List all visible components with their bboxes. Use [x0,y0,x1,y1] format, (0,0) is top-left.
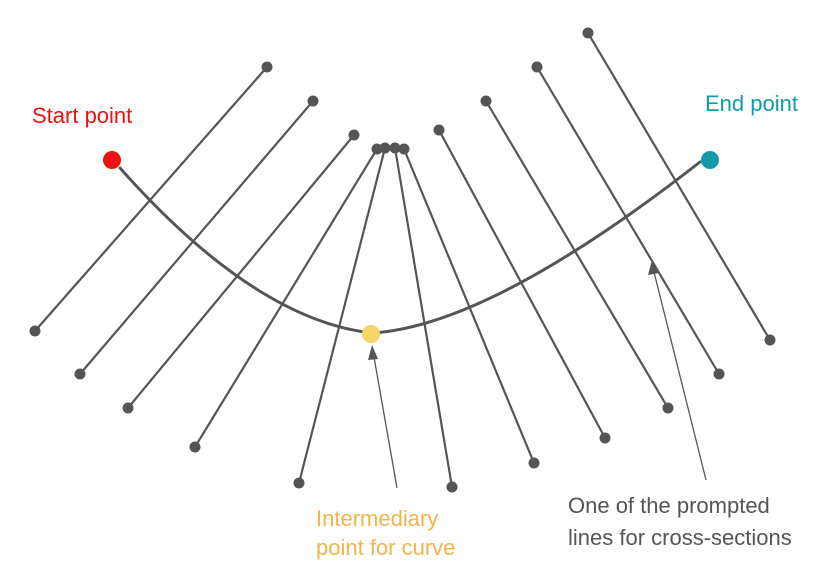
start-point-label: Start point [32,103,132,128]
cross-section-line [485,100,669,409]
prompted-arrow-line [653,271,707,481]
cross-section-endpoint-top [531,61,543,73]
cross-section-endpoint-top [398,143,410,155]
cross-section-line [587,32,771,341]
cross-section-line [194,148,378,448]
cross-section-endpoint-top [371,143,383,155]
intermediary-label-line1: Intermediary [316,506,438,531]
end-point-label: End point [705,91,798,116]
cross-section-endpoint-bottom [446,481,458,493]
cross-section-lines [29,27,776,493]
prompted-label-line1: One of the prompted [568,493,770,518]
cross-section-endpoint-top [261,61,273,73]
cross-section-endpoint-top [307,95,319,107]
cross-section-endpoint-top [433,124,445,136]
cross-section-endpoint-bottom [599,432,611,444]
cross-section-endpoint-top [389,142,401,154]
intermediary-arrow-line [373,356,398,489]
cross-section-endpoint-top [348,129,360,141]
intermediary-point-marker [362,325,380,343]
cross-section-endpoint-bottom [74,368,86,380]
cross-section-endpoint-bottom [293,477,305,489]
cross-section-endpoint-bottom [528,457,540,469]
intermediary-label-line2: point for curve [316,535,455,560]
cross-section-line [297,147,387,484]
cross-section-endpoint-bottom [764,334,776,346]
cross-section-line [79,100,314,375]
cross-section-endpoint-top [379,142,391,154]
start-point-marker [103,151,121,169]
intermediary-arrowhead [368,345,378,360]
cross-section-endpoint-top [582,27,594,39]
prompted-arrowhead [648,260,659,275]
cross-section-endpoint-bottom [189,441,201,453]
cross-section-endpoint-bottom [29,325,41,337]
cross-section-line [127,134,355,409]
prompted-label-line2: lines for cross-sections [568,525,792,550]
cross-section-line [34,66,268,332]
cross-section-endpoint-bottom [122,402,134,414]
cross-section-line [438,129,606,439]
cross-section-endpoint-top [480,95,492,107]
end-point-marker [701,151,719,169]
cross-section-endpoint-bottom [662,402,674,414]
cross-section-line [536,66,720,375]
curve [118,160,702,335]
cross-section-endpoint-bottom [713,368,725,380]
cross-section-line [393,147,454,488]
